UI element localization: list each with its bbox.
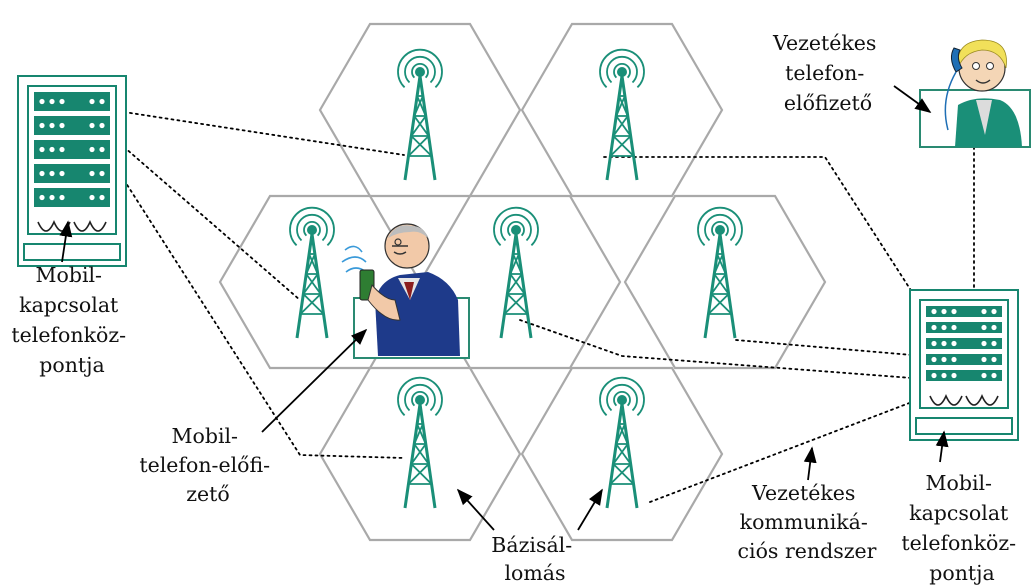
cell-hexagon [520, 366, 724, 542]
wired-link [123, 179, 406, 459]
person-mobile-phone-icon [341, 223, 470, 359]
antenna-tower-icon [599, 376, 645, 509]
label-mobile-subscriber: Mobil- telefon-előfi- zető [139, 424, 276, 506]
switch-rack-icon [909, 289, 1019, 441]
wired-link [123, 146, 301, 301]
antenna-tower-icon [397, 48, 443, 181]
wired-connections [123, 111, 975, 503]
arrow-icon [261, 328, 368, 433]
label-wired-subscriber: Vezetékes telefon- előfizető [772, 31, 883, 115]
label-wired-system: Vezetékes kommuniká- ciós rendszer [738, 481, 877, 563]
cell-hexagon [623, 194, 827, 370]
antenna-tower-icon [493, 206, 539, 339]
antenna-tower-icon [397, 376, 443, 509]
wired-link [649, 401, 913, 503]
label-exchange-left: Mobil- kapcsolat telefonköz- pontja [11, 263, 132, 377]
wired-link [123, 111, 405, 156]
wired-link [603, 156, 913, 293]
label-exchange-right: Mobil- kapcsolat telefonköz- pontja [901, 471, 1022, 585]
arrow-icon [577, 488, 603, 531]
label-base-station: Bázisál- lomás [491, 533, 578, 585]
switch-rack-icon [17, 75, 127, 267]
cell-hexagon [318, 366, 522, 542]
arrow-icon [456, 488, 495, 531]
arrow-icon [803, 446, 817, 481]
wired-link [519, 319, 913, 379]
antenna-tower-icon [697, 206, 743, 339]
antenna-tower-icon [599, 48, 645, 181]
person-landline-phone-icon [919, 39, 1031, 148]
arrow-icon [59, 220, 73, 263]
arrow-icon [59, 85, 949, 531]
cell-hexagon [520, 22, 724, 198]
arrow-icon [935, 430, 949, 463]
base-stations [289, 48, 743, 509]
antenna-tower-icon [289, 206, 335, 339]
arrow-icon [893, 85, 932, 113]
wired-link [735, 339, 913, 356]
